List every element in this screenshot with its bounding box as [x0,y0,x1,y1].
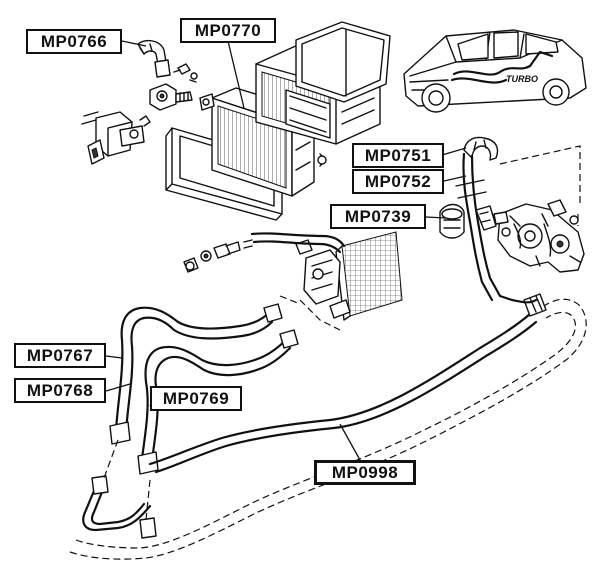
long-pipe-mp0998 [148,293,547,474]
heater-valve [149,63,198,111]
radiator [295,231,403,321]
part-label-mp0769[interactable]: MP0769 [150,386,242,411]
dashed-return-pipe [69,295,587,560]
union-fittings [183,232,346,273]
heater-control-tap [81,111,151,165]
engine-water-pump [475,199,585,273]
heater-case [255,21,391,167]
part-label-mp0752[interactable]: MP0752 [352,169,444,194]
part-label-mp0998[interactable]: MP0998 [314,460,416,485]
part-label-mp0770[interactable]: MP0770 [180,18,276,43]
pipe-mp0768 [137,329,299,475]
part-label-mp0751[interactable]: MP0751 [352,143,444,168]
pipe-mp0767 [109,303,283,445]
connection-dashed-outline [499,145,581,226]
vehicle-badge: TURBO [506,74,538,84]
part-label-mp0768[interactable]: MP0768 [14,378,106,403]
pipe-sleeve-mp0739 [439,203,465,239]
hose-mp0751-mp0752 [455,136,502,302]
leader-lines [105,40,467,461]
vehicle-illustration: TURBO [403,29,587,113]
heater-hose-mp0766 [137,39,171,78]
part-label-mp0739[interactable]: MP0739 [330,204,426,229]
part-label-mp0766[interactable]: MP0766 [26,29,122,54]
part-label-mp0767[interactable]: MP0767 [14,343,106,368]
lower-left-pipes [82,439,157,539]
